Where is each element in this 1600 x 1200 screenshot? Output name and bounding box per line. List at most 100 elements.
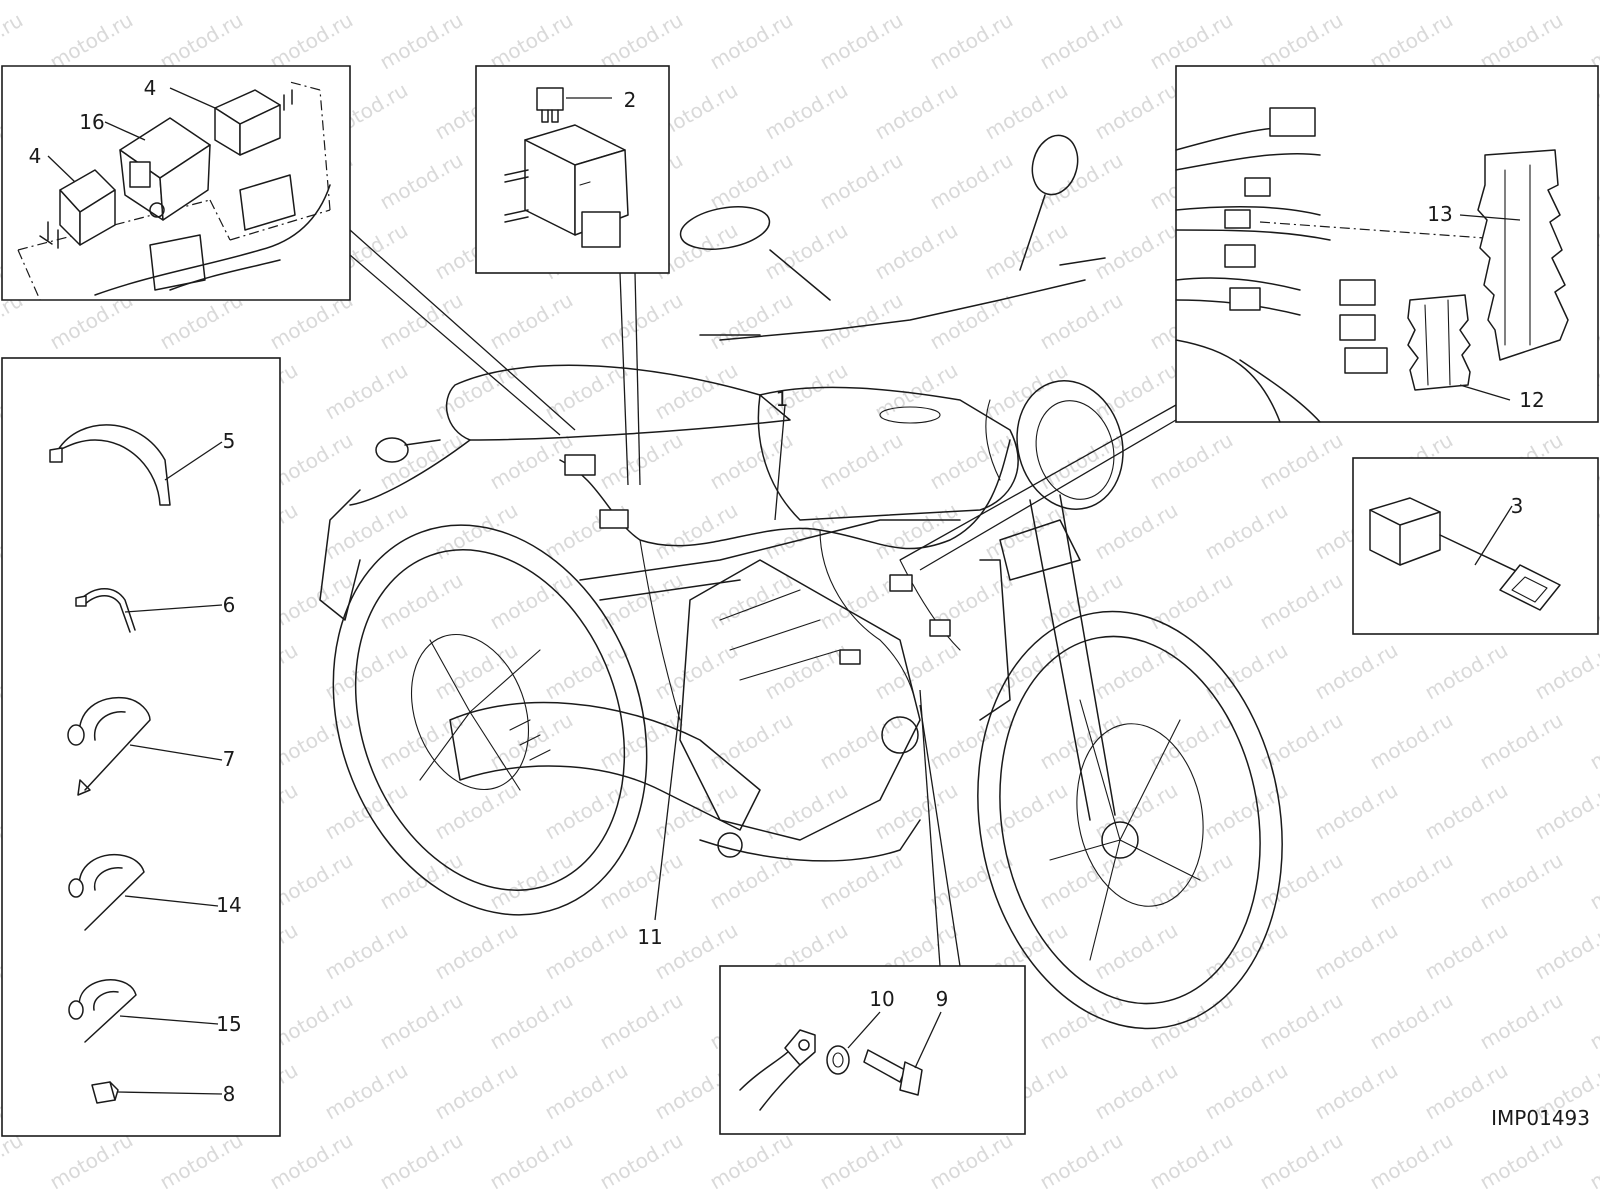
watermark-text: motod.ru bbox=[1091, 918, 1182, 985]
watermark-text: motod.ru bbox=[761, 218, 852, 285]
leader-lines bbox=[47, 87, 1521, 1095]
callout-5: 5 bbox=[223, 429, 236, 453]
watermark-text: motod.ru bbox=[46, 1128, 137, 1195]
watermark-text: motod.ru bbox=[1201, 638, 1292, 705]
watermark-text: motod.ru bbox=[651, 638, 742, 705]
watermark-text: motod.ru bbox=[0, 0, 82, 4]
watermark-text: motod.ru bbox=[321, 1058, 412, 1125]
watermark-text: motod.ru bbox=[706, 288, 797, 355]
watermark-text: motod.ru bbox=[981, 0, 1072, 4]
watermark-text: motod.ru bbox=[1421, 918, 1512, 985]
watermark-text: motod.ru bbox=[541, 498, 632, 565]
watermark-text: motod.ru bbox=[871, 358, 962, 425]
watermark-text: motod.ru bbox=[486, 288, 577, 355]
watermark-text: motod.ru bbox=[761, 358, 852, 425]
watermark-text: motod.ru bbox=[871, 638, 962, 705]
relay-detail-box bbox=[1, 65, 351, 301]
watermark-text: motod.ru bbox=[706, 148, 797, 215]
watermark-text: motod.ru bbox=[706, 1128, 797, 1195]
watermark-text: motod.ru bbox=[1311, 0, 1402, 4]
watermark-text: motod.ru bbox=[486, 1128, 577, 1195]
watermark-text: motod.ru bbox=[1476, 708, 1567, 775]
watermark-text: motod.ru bbox=[816, 428, 907, 495]
watermark-text: motod.ru bbox=[651, 0, 742, 4]
watermark-text: motod.ru bbox=[1091, 0, 1182, 4]
watermark-text: motod.ru bbox=[706, 848, 797, 915]
watermark-text: motod.ru bbox=[1476, 848, 1567, 915]
watermark-text: motod.ru bbox=[981, 78, 1072, 145]
ground-terminal-box bbox=[719, 965, 1026, 1135]
watermark-text: motod.ru bbox=[926, 428, 1017, 495]
watermark-text: motod.ru bbox=[541, 918, 632, 985]
drawing-code: IMP01493 bbox=[1491, 1106, 1590, 1130]
callout-7: 7 bbox=[223, 747, 236, 771]
watermark-text: motod.ru bbox=[816, 288, 907, 355]
socket-detail-box bbox=[1352, 457, 1599, 635]
watermark-text: motod.ru bbox=[1586, 988, 1600, 1055]
watermark-text: motod.ru bbox=[266, 8, 357, 75]
watermark-text: motod.ru bbox=[596, 1128, 687, 1195]
watermark-text: motod.ru bbox=[1586, 1128, 1600, 1195]
callout-9: 9 bbox=[936, 987, 949, 1011]
watermark-text: motod.ru bbox=[651, 498, 742, 565]
watermark-text: motod.ru bbox=[761, 78, 852, 145]
watermark-text: motod.ru bbox=[1201, 498, 1292, 565]
watermark-text: motod.ru bbox=[871, 498, 962, 565]
watermark-text: motod.ru bbox=[1421, 638, 1512, 705]
watermark-text: motod.ru bbox=[321, 778, 412, 845]
watermark-text: motod.ru bbox=[761, 0, 852, 4]
callout-14: 14 bbox=[216, 893, 241, 917]
watermark-text: motod.ru bbox=[816, 148, 907, 215]
watermark-text: motod.ru bbox=[1036, 428, 1127, 495]
watermark-text: motod.ru bbox=[486, 848, 577, 915]
callout-2: 2 bbox=[624, 88, 637, 112]
watermark-text: motod.ru bbox=[486, 568, 577, 635]
watermark-text: motod.ru bbox=[596, 428, 687, 495]
watermark-text: motod.ru bbox=[706, 708, 797, 775]
watermark-text: motod.ru bbox=[761, 638, 852, 705]
watermark-text: motod.ru bbox=[816, 8, 907, 75]
callout-12: 12 bbox=[1519, 388, 1544, 412]
watermark-text: motod.ru bbox=[1476, 1128, 1567, 1195]
watermark-text: motod.ru bbox=[156, 8, 247, 75]
watermark-text: motod.ru bbox=[321, 498, 412, 565]
watermark-text: motod.ru bbox=[541, 0, 632, 4]
watermark-text: motod.ru bbox=[926, 1128, 1017, 1195]
watermark-text: motod.ru bbox=[596, 848, 687, 915]
watermark-text: motod.ru bbox=[1256, 988, 1347, 1055]
watermark-text: motod.ru bbox=[376, 848, 467, 915]
watermark-text: motod.ru bbox=[981, 778, 1072, 845]
watermark-text: motod.ru bbox=[926, 848, 1017, 915]
watermark-text: motod.ru bbox=[1036, 1128, 1127, 1195]
watermark-text: motod.ru bbox=[431, 918, 522, 985]
watermark-text: motod.ru bbox=[1091, 638, 1182, 705]
callout-4-left: 4 bbox=[29, 144, 42, 168]
watermark-text: motod.ru bbox=[1366, 708, 1457, 775]
watermark-text: motod.ru bbox=[376, 148, 467, 215]
callout-labels: 1 2 3 4 4 5 6 7 8 9 10 11 12 13 14 15 16 bbox=[29, 76, 1545, 1106]
watermark-text: motod.ru bbox=[321, 358, 412, 425]
watermark-text: motod.ru bbox=[926, 8, 1017, 75]
watermark-text: motod.ru bbox=[376, 568, 467, 635]
watermark-text: motod.ru bbox=[431, 0, 522, 4]
callout-4-top: 4 bbox=[144, 76, 157, 100]
watermark-text: motod.ru bbox=[1036, 288, 1127, 355]
watermark-text: motod.ru bbox=[651, 778, 742, 845]
watermark-text: motod.ru bbox=[321, 918, 412, 985]
watermark-text: motod.ru bbox=[871, 218, 962, 285]
watermark-text: motod.ru bbox=[926, 288, 1017, 355]
watermark-text: motod.ru bbox=[596, 988, 687, 1055]
watermark-text: motod.ru bbox=[1146, 568, 1237, 635]
watermark-text: motod.ru bbox=[871, 0, 962, 4]
watermark-text: motod.ru bbox=[431, 1058, 522, 1125]
watermark-text: motod.ru bbox=[926, 148, 1017, 215]
callout-15: 15 bbox=[216, 1012, 241, 1036]
watermark-text: motod.ru bbox=[1366, 848, 1457, 915]
watermark-text: motod.ru bbox=[1146, 848, 1237, 915]
watermark-text: motod.ru bbox=[1201, 778, 1292, 845]
watermark-text: motod.ru bbox=[266, 1128, 357, 1195]
watermark-text: motod.ru bbox=[541, 638, 632, 705]
watermark-text: motod.ru bbox=[1256, 568, 1347, 635]
watermark-text: motod.ru bbox=[1036, 708, 1127, 775]
